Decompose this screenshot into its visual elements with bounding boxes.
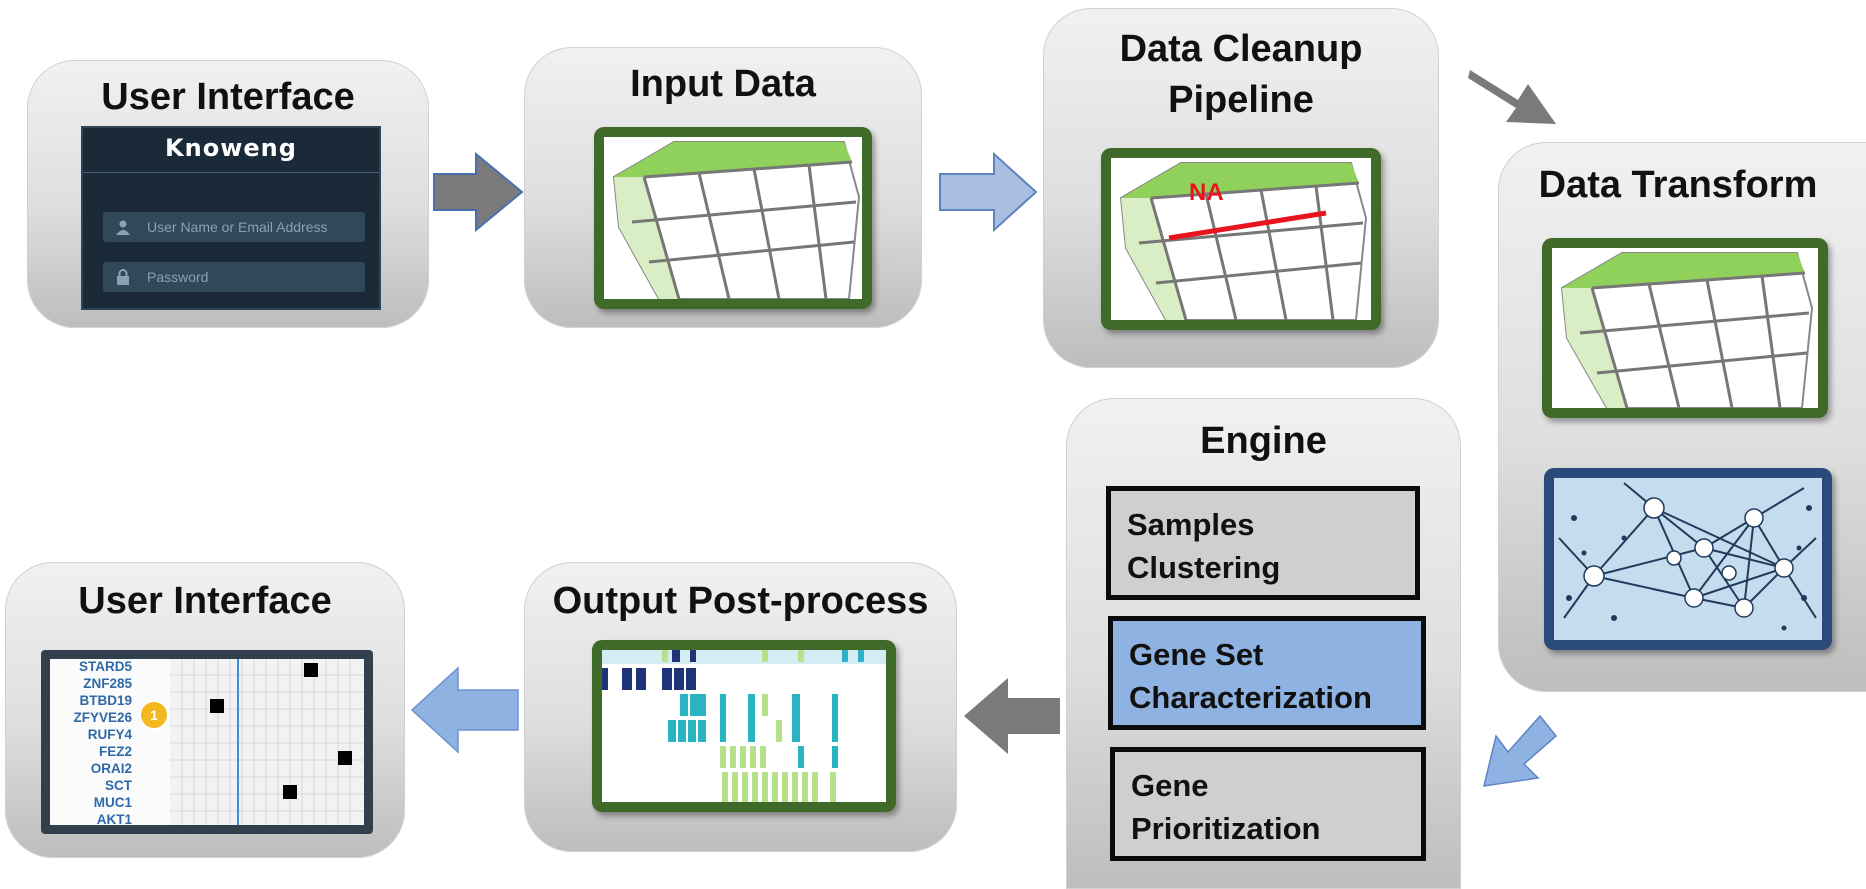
gene-grid	[170, 659, 364, 825]
arrow-input-to-cleanup-icon	[939, 152, 1038, 232]
heatmap-thumbnail	[592, 640, 896, 812]
spreadsheet-thumbnail-cleanup: NA	[1101, 148, 1381, 330]
card-input-data: Input Data	[524, 47, 922, 328]
network-graph-thumbnail	[1544, 468, 1832, 650]
card-output-post-process: Output Post-process	[524, 562, 957, 852]
engine-gene-set-characterization[interactable]: Gene Set Characterization	[1108, 616, 1426, 730]
engine-samples-clustering[interactable]: Samples Clustering	[1106, 486, 1420, 600]
engine-item3-line1: Gene	[1131, 768, 1209, 803]
card-title-data-transform: Data Transform	[1538, 164, 1818, 206]
gene-label-10: AKT1	[96, 812, 132, 826]
card-title-cleanup-line2: Pipeline	[1168, 79, 1314, 121]
spreadsheet-thumbnail-input	[594, 127, 872, 309]
gene-label-7: ORAI2	[90, 761, 132, 776]
engine-gene-prioritization[interactable]: Gene Prioritization	[1110, 747, 1426, 861]
lock-icon	[117, 269, 129, 285]
engine-item2-line2: Characterization	[1129, 680, 1372, 716]
spreadsheet-thumbnail-transform	[1542, 238, 1828, 418]
gene-label-1: STARD5	[78, 659, 132, 674]
gene-label-2: ZNF285	[83, 676, 132, 691]
username-placeholder: User Name or Email Address	[147, 219, 328, 235]
card-title-cleanup-line1: Data Cleanup	[1119, 28, 1363, 70]
card-data-transform: Data Transform	[1498, 142, 1866, 692]
gene-label-3: BTBD19	[79, 693, 132, 708]
spreadsheet-icon	[612, 141, 861, 299]
network-graph-icon	[1554, 478, 1822, 640]
card-data-cleanup-pipeline: Data Cleanup Pipeline NA	[1043, 8, 1439, 368]
engine-item1-line2: Clustering	[1127, 550, 1281, 586]
gene-label-6: FEZ2	[98, 744, 132, 759]
spreadsheet-icon-transform	[1560, 252, 1814, 408]
knoweng-logo: Knoweng	[165, 134, 297, 162]
arrow-output-to-ui-icon	[410, 666, 519, 754]
password-placeholder: Password	[147, 269, 209, 285]
engine-item3-line2: Prioritization	[1131, 811, 1321, 847]
gene-label-9: MUC1	[93, 795, 132, 810]
gene-label-8: SCT	[105, 778, 132, 793]
gene-label-4: ZFYVE26	[73, 710, 132, 725]
card-engine: Engine Samples Clustering Gene Set Chara…	[1066, 398, 1461, 889]
card-title-user-interface: User Interface	[101, 76, 355, 118]
gene-label-5: RUFY4	[87, 727, 132, 742]
spreadsheet-na-icon: NA	[1119, 162, 1368, 320]
engine-item1-line1: Samples	[1127, 507, 1255, 542]
arrow-engine-to-output-icon	[964, 678, 1060, 754]
badge-number[interactable]: 1	[139, 700, 169, 730]
engine-item2-line1: Gene Set	[1129, 637, 1264, 672]
card-user-interface-bottom: User Interface STARD5 ZNF285 BTBD19 ZFYV…	[5, 562, 405, 858]
password-field[interactable]: Password	[103, 262, 365, 292]
na-marker: NA	[1189, 179, 1224, 206]
gene-result-thumbnail: STARD5 ZNF285 BTBD19 ZFYVE26 RUFY4 FEZ2 …	[41, 650, 373, 834]
arrow-cleanup-to-transform-icon	[1468, 70, 1556, 124]
user-icon	[116, 220, 130, 235]
arrow-transform-to-engine-icon	[1483, 714, 1558, 787]
card-user-interface-top: User Interface Knoweng User Name or Emai…	[27, 60, 429, 328]
login-screen-thumbnail: Knoweng User Name or Email Address Passw…	[81, 126, 381, 310]
card-title-input-data: Input Data	[630, 63, 816, 105]
card-title-engine: Engine	[1200, 420, 1327, 462]
username-field[interactable]: User Name or Email Address	[103, 212, 365, 242]
heatmap-icon	[602, 650, 886, 802]
arrow-ui-to-input-icon	[433, 152, 524, 232]
card-title-user-interface-bottom: User Interface	[78, 580, 332, 622]
login-divider	[83, 172, 379, 173]
card-title-output-post-process: Output Post-process	[552, 580, 929, 622]
